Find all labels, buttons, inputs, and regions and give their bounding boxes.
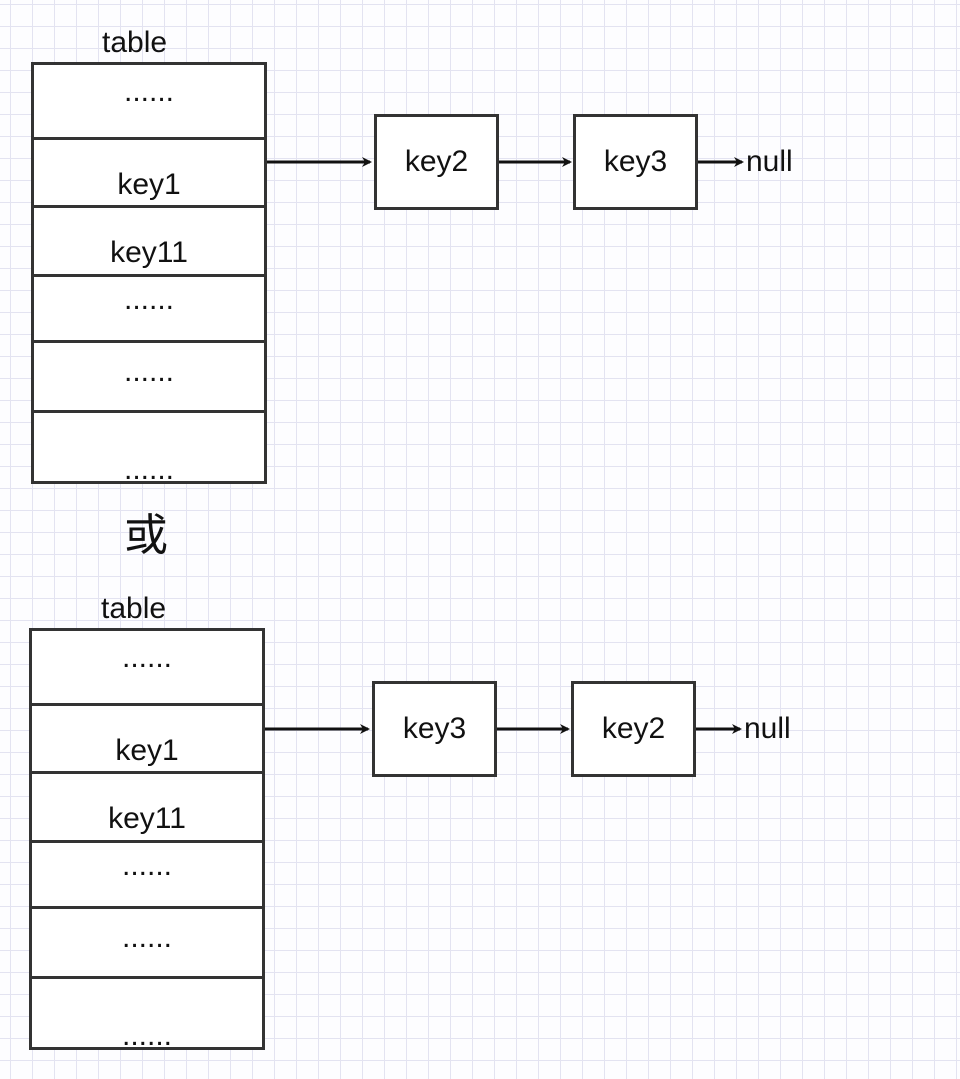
list-node: key3: [372, 681, 497, 777]
table-cell: key11: [32, 771, 262, 840]
list-node: key2: [571, 681, 696, 777]
table-cell: key1: [34, 137, 264, 205]
table-cell: ......: [34, 274, 264, 340]
cell-text: ......: [123, 283, 174, 316]
cell-text: ......: [123, 75, 174, 108]
cell-text: ......: [123, 453, 174, 486]
hash-table: ...... key1 key11 ...... ...... ......: [29, 628, 265, 1052]
list-node: key3: [573, 114, 698, 210]
table-cell: ......: [34, 65, 264, 137]
or-separator: 或: [124, 510, 168, 561]
table-cell: key11: [34, 205, 264, 274]
cell-text: ......: [121, 849, 172, 882]
table-cell: ......: [34, 340, 264, 410]
cell-text: ......: [121, 1019, 172, 1052]
table-cell: ......: [32, 840, 262, 906]
cell-text: ......: [121, 921, 172, 954]
cell-text: key11: [110, 236, 188, 269]
cell-text: key1: [115, 734, 179, 767]
cell-text: key11: [108, 802, 186, 835]
cell-text: ......: [121, 641, 172, 674]
table-cell: ......: [32, 631, 262, 703]
table-cell: key1: [32, 703, 262, 771]
cell-text: key1: [117, 168, 181, 201]
table-cell: ......: [34, 410, 264, 486]
table-cell: ......: [32, 976, 262, 1052]
list-node: key2: [374, 114, 499, 210]
cell-text: ......: [123, 355, 174, 388]
table-label: table: [102, 26, 168, 59]
table-label: table: [101, 592, 167, 625]
null-terminator: null: [744, 712, 791, 745]
table-cell: ......: [32, 906, 262, 976]
null-terminator: null: [746, 145, 793, 178]
hash-table: ...... key1 key11 ...... ...... ......: [31, 62, 267, 486]
